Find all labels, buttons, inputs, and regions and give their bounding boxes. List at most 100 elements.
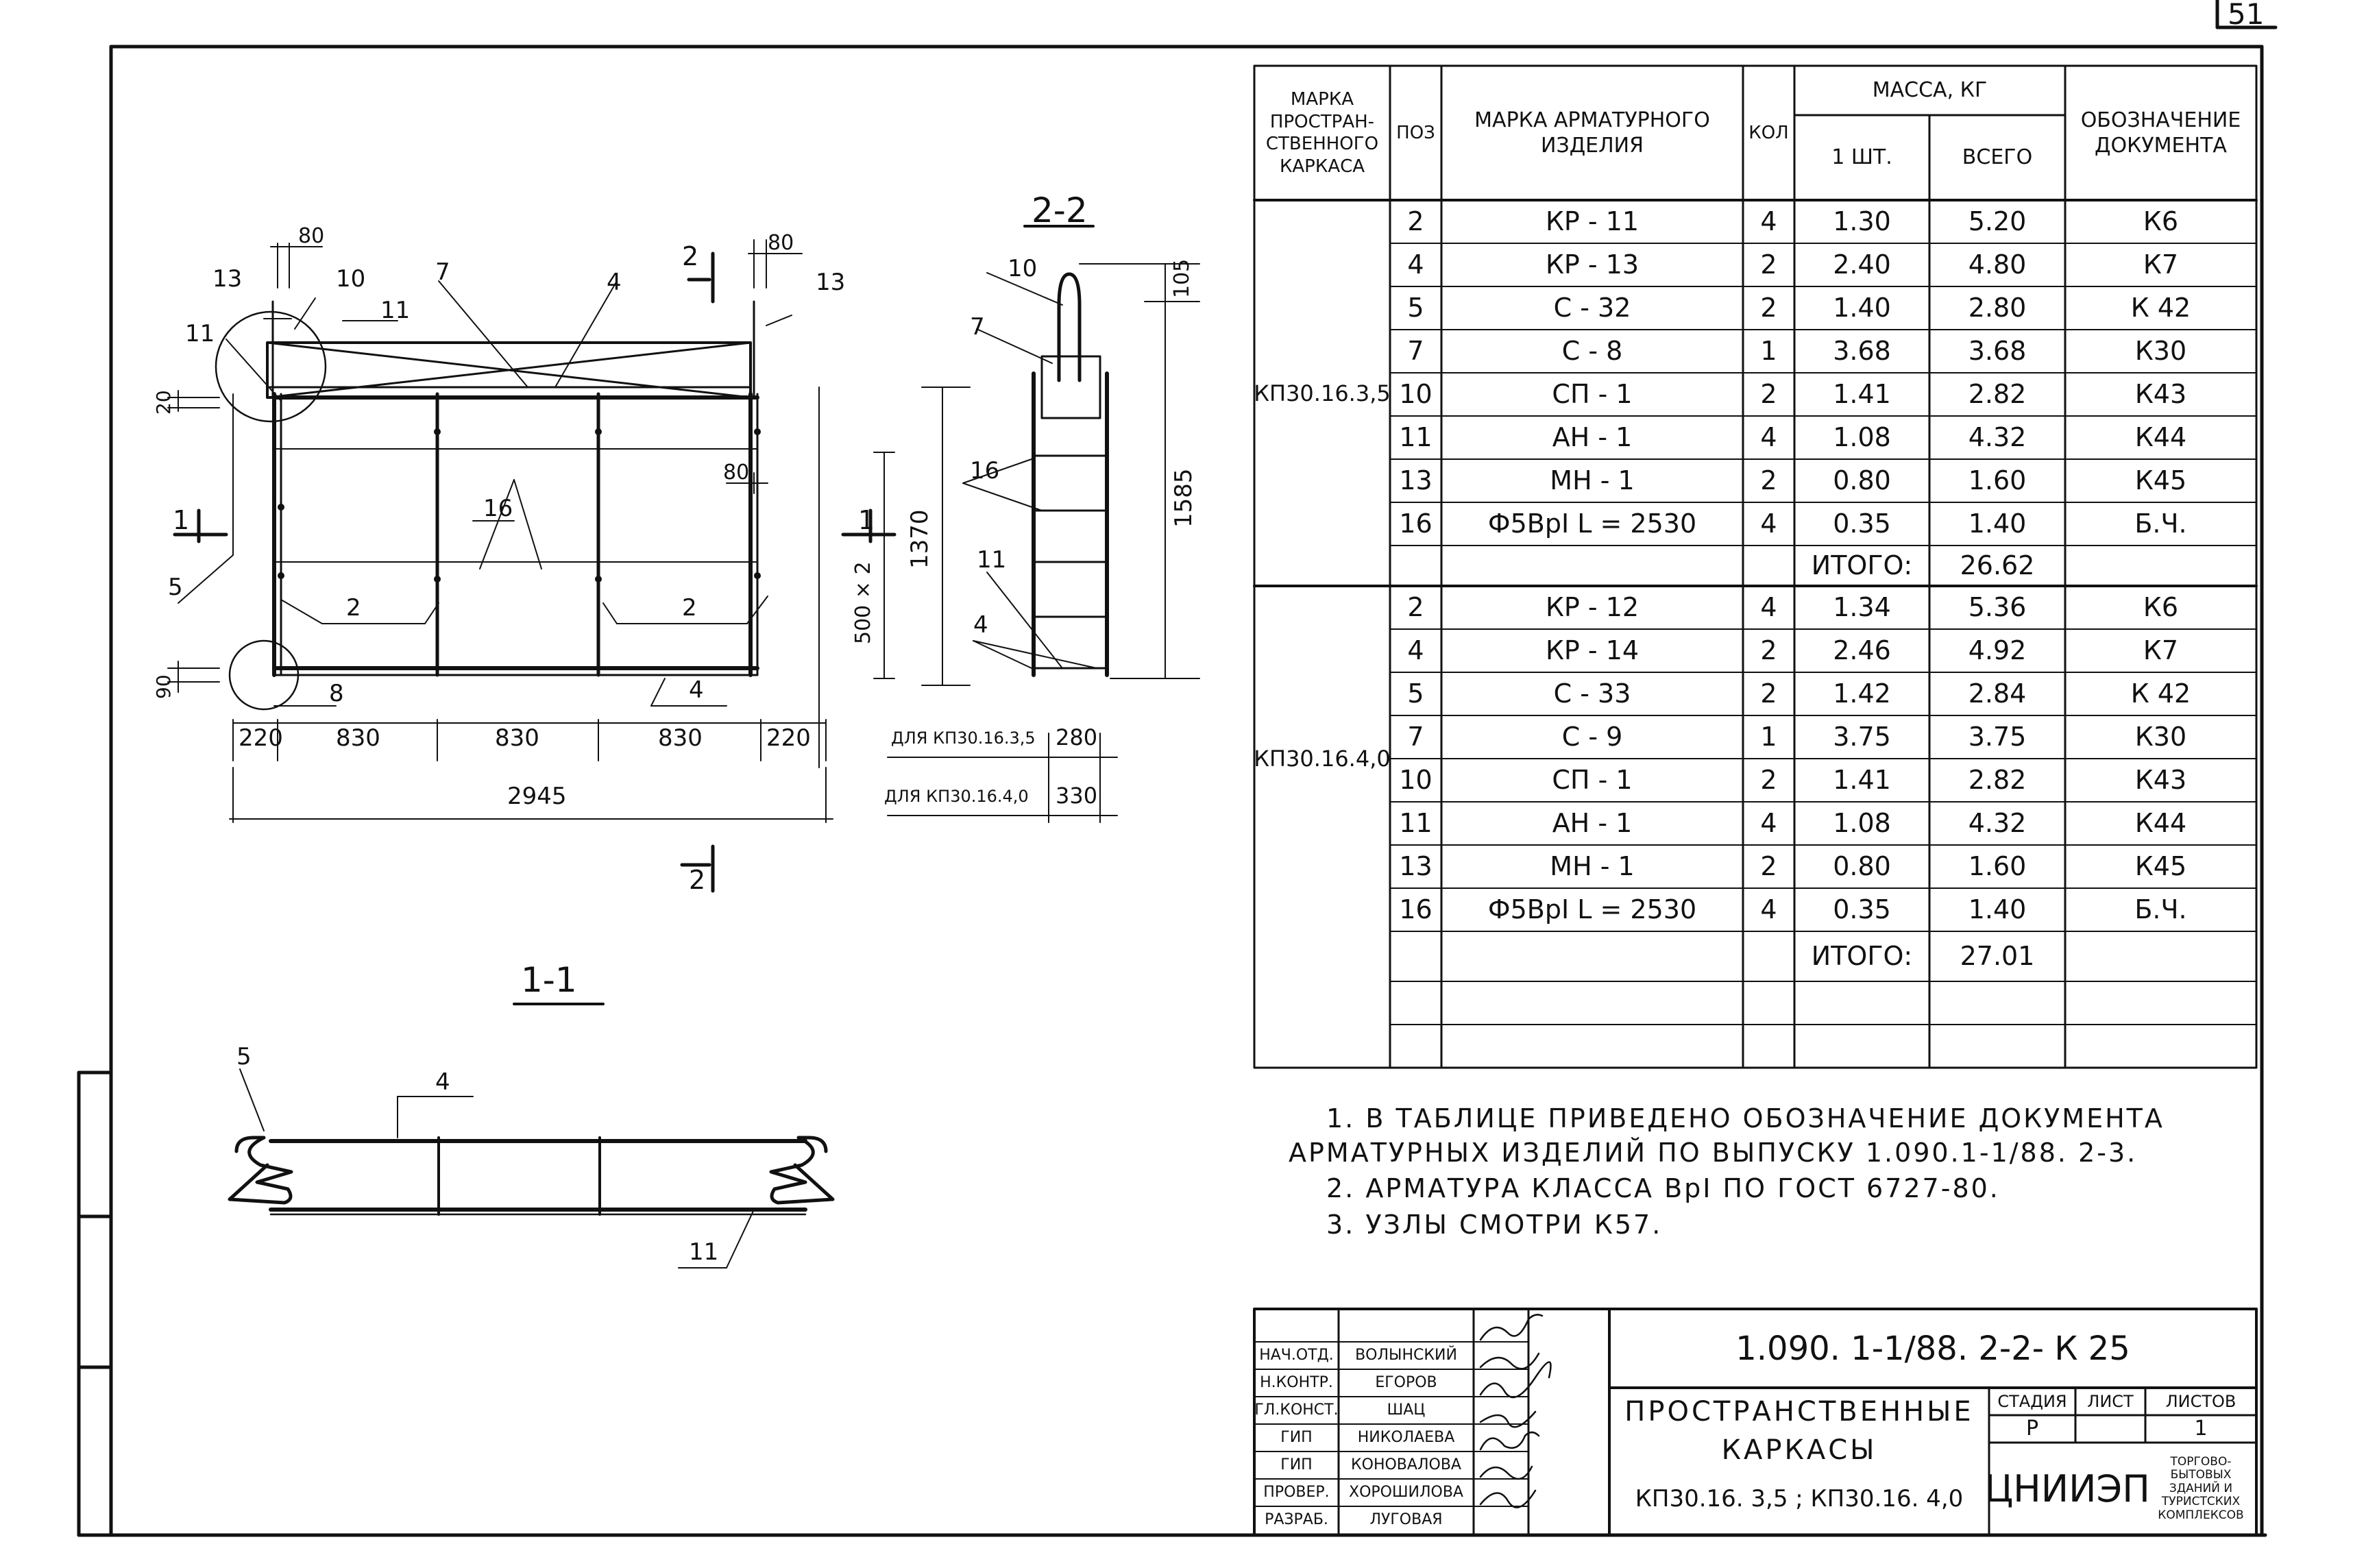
callout-label: 7 (970, 313, 985, 341)
dim-label: 1585 (1170, 468, 1197, 528)
role-cell: Н.КОНТР. (1260, 1374, 1333, 1392)
cell-mark: С - 32 (1553, 292, 1631, 323)
cell-doc: К44 (2134, 807, 2187, 838)
cell-mass-total: 4.32 (1968, 421, 2027, 452)
sheets-value: 1 (2194, 1417, 2208, 1441)
section-2-2-title: 2-2 (1032, 191, 1088, 230)
sheet-label: ЛИСТ (2087, 1392, 2134, 1411)
dim-label: 1370 (906, 509, 934, 569)
cell-pos: 11 (1399, 421, 1433, 452)
table-row: 4 КР - 13 2 2.40 4.80 К7 (1390, 243, 2256, 286)
elevation-drawing (167, 239, 971, 893)
cell-qty: 2 (1760, 764, 1777, 795)
cell-mark: С - 33 (1553, 678, 1631, 709)
org-name: ЦНИИЭП (1984, 1467, 2150, 1510)
cell-doc: Б.Ч. (2134, 508, 2187, 539)
cell-doc: Б.Ч. (2134, 894, 2187, 924)
section-cut-mark: 2 (682, 241, 699, 271)
callout-label: 5 (236, 1043, 252, 1070)
cell-mass-one: 2.46 (1833, 635, 1891, 665)
cell-mass-total: 1.40 (1968, 508, 2027, 539)
signatures (1479, 1314, 1552, 1508)
table-row: 7 С - 8 1 3.68 3.68 К30 (1390, 330, 2256, 373)
header-mass-one: 1 ШТ. (1831, 145, 1892, 170)
cell-doc: К7 (2143, 249, 2179, 280)
cell-mass-one: 1.08 (1833, 807, 1891, 838)
name-cell: НИКОЛАЕВА (1357, 1429, 1455, 1447)
spec-table-grid (1253, 64, 2258, 1069)
table-row: 11 АН - 1 4 1.08 4.32 К44 (1390, 802, 2256, 845)
callout-label: 10 (336, 265, 366, 293)
cell-mass-total: 4.80 (1968, 249, 2027, 280)
callout-label: 2 (346, 594, 361, 622)
cell-mass-one: 1.41 (1833, 764, 1891, 795)
callout-label: 4 (607, 269, 622, 296)
name-cell: ШАЦ (1387, 1401, 1426, 1419)
cell-qty: 1 (1760, 335, 1777, 366)
cell-mass-one: 0.80 (1833, 850, 1891, 881)
note-line: 1. В ТАБЛИЦЕ ПРИВЕДЕНО ОБОЗНАЧЕНИЕ ДОКУМ… (1326, 1103, 2165, 1134)
cell-pos: 16 (1399, 894, 1433, 924)
section-1-1-drawing (228, 1003, 835, 1269)
cell-mark: Ф5ВрI L = 2530 (1487, 894, 1697, 924)
cell-qty: 4 (1760, 206, 1777, 236)
cell-doc: К 42 (2130, 292, 2191, 323)
cell-mass-one: 1.30 (1833, 206, 1891, 236)
cell-mass-total: 2.82 (1968, 378, 2027, 409)
total-label: ИТОГО: (1811, 550, 1913, 580)
total-label: ИТОГО: (1811, 940, 1913, 971)
cell-mass-one: 1.08 (1833, 421, 1891, 452)
note-line: АРМАТУРНЫХ ИЗДЕЛИЙ ПО ВЫПУСКУ 1.090.1-1/… (1289, 1138, 2138, 1168)
cell-mass-one: 3.68 (1833, 335, 1891, 366)
dim-label: 500 × 2 (851, 561, 875, 644)
callout-label: 2 (682, 594, 697, 622)
dim-label: 80 (723, 461, 750, 485)
header-frame-mark: МАРКА ПРОСТРАН- СТВЕННОГО КАРКАСА (1265, 89, 1379, 177)
cell-mass-total: 4.92 (1968, 635, 2027, 665)
callout-label: 4 (973, 611, 988, 639)
callout-label: 13 (212, 265, 243, 293)
cell-pos: 13 (1399, 850, 1433, 881)
cell-mark: СП - 1 (1552, 378, 1633, 409)
name-cell: ХОРОШИЛОВА (1349, 1484, 1463, 1502)
dim-label: 830 (336, 724, 380, 752)
role-cell: ГЛ.КОНСТ. (1254, 1401, 1339, 1419)
cell-qty: 4 (1760, 421, 1777, 452)
table-row: 13 МН - 1 2 0.80 1.60 К45 (1390, 845, 2256, 888)
cell-mark: КР - 13 (1545, 249, 1639, 280)
cell-mass-total: 5.36 (1968, 591, 2027, 622)
header-doc: ОБОЗНАЧЕНИЕ ДОКУМЕНТА (2080, 108, 2241, 158)
cell-mark: МН - 1 (1550, 850, 1635, 881)
stage-label: СТАДИЯ (1997, 1392, 2067, 1411)
cell-mass-total: 1.60 (1968, 465, 2027, 495)
cell-mark: АН - 1 (1552, 807, 1633, 838)
doc-code: 1.090. 1-1/88. 2-2- К 25 (1735, 1329, 2130, 1368)
callout-label: 4 (435, 1068, 450, 1096)
cell-mass-one: 0.80 (1833, 465, 1891, 495)
callout-label: 4 (689, 676, 704, 704)
table-row: 10 СП - 1 2 1.41 2.82 К43 (1390, 373, 2256, 416)
role-cell: РАЗРАБ. (1265, 1511, 1328, 1529)
cell-mark: Ф5ВрI L = 2530 (1487, 508, 1697, 539)
dim-label: 90 (152, 674, 175, 699)
table-row: 2 КР - 12 4 1.34 5.36 К6 (1390, 586, 2256, 629)
cell-qty: 2 (1760, 850, 1777, 881)
sheet-number: 51 (2228, 0, 2265, 31)
cell-mass-total: 2.80 (1968, 292, 2027, 323)
section-cut-mark: 2 (689, 865, 706, 895)
callout-label: 13 (816, 269, 846, 296)
cell-pos: 4 (1407, 635, 1424, 665)
cell-mass-one: 1.40 (1833, 292, 1891, 323)
dim-label: 20 (152, 390, 175, 415)
cell-pos: 7 (1407, 721, 1424, 752)
cell-pos: 7 (1407, 335, 1424, 366)
dim-label: 80 (298, 224, 325, 248)
dim-label: 2945 (507, 783, 567, 810)
section-2-2-drawing (887, 225, 1200, 823)
cell-pos: 11 (1399, 807, 1433, 838)
cell-mass-one: 1.34 (1833, 591, 1891, 622)
callout-label: 16 (483, 495, 513, 522)
section-1-1-title: 1-1 (521, 960, 577, 1000)
cell-doc: К6 (2143, 591, 2179, 622)
